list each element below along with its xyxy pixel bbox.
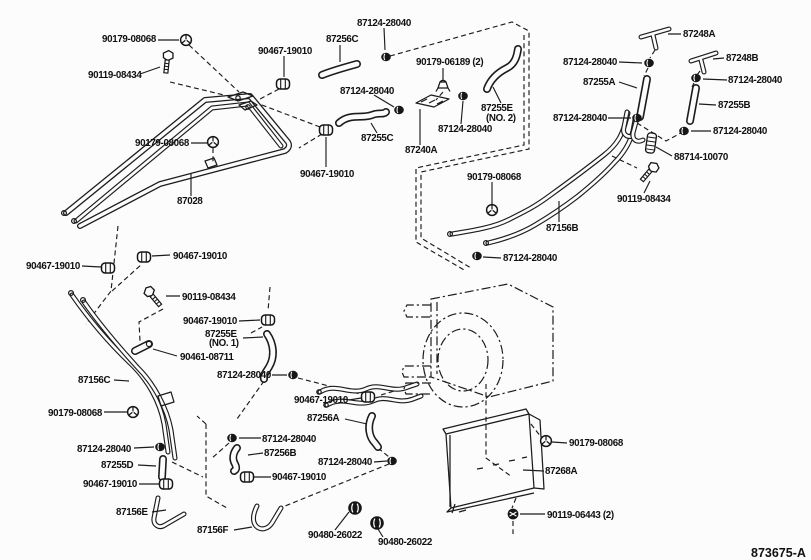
part-number-label: 90179-08068 (569, 437, 623, 449)
blower-unit-phantom (401, 283, 554, 408)
part-number-label: 90467-19010 (258, 45, 312, 57)
part-number-label: 87256B (264, 447, 297, 459)
part-number-label: (NO. 2) (486, 112, 516, 124)
part-number-label: 87124-28040 (503, 252, 557, 264)
part-number-label: 87256A (307, 412, 340, 424)
part-number-label: 87255D (101, 459, 134, 471)
part-number-label: 87156F (197, 524, 229, 536)
part-number-label: 87156B (546, 222, 579, 234)
part-number-label: 90467-19010 (183, 315, 237, 327)
part-number-label: (NO. 1) (209, 337, 239, 349)
phantom-dashed-outlines (85, 21, 530, 509)
pipe-87028 (60, 93, 292, 229)
part-number-label: 90467-19010 (83, 478, 137, 490)
part-number-label: 87255E (481, 102, 513, 114)
part-number-label: 87124-28040 (553, 112, 607, 124)
part-number-label: 90467-19010 (26, 260, 80, 272)
pipe-87156B (446, 109, 646, 247)
part-number-label: 90461-08711 (180, 351, 234, 363)
part-number-label: 87124-28040 (262, 433, 316, 445)
mount-plates (204, 91, 450, 169)
part-number-label: 87256C (326, 33, 359, 45)
part-number-label: 87255E (205, 328, 237, 340)
part-number-label: 90467-19010 (173, 250, 227, 262)
part-number-label: 87124-28040 (357, 17, 411, 29)
part-number-label: 87124-28040 (713, 125, 767, 137)
part-number-label: 90467-19010 (300, 168, 354, 180)
part-number-label: 87124-28040 (563, 56, 617, 68)
pipe-87156C (67, 289, 178, 461)
part-number-label: 87028 (177, 195, 203, 207)
part-number-label: 87124-28040 (340, 85, 394, 97)
drawing-number: 873675-A (751, 546, 806, 560)
part-number-label: 90119-08434 (88, 69, 142, 81)
part-number-label: 90179-08068 (102, 33, 156, 45)
part-number-label: 90179-06189 (2) (416, 56, 484, 68)
tube-clip-90461 (131, 340, 153, 355)
part-number-label: 87156E (116, 506, 148, 518)
part-number-label: 87255B (718, 99, 751, 111)
fasteners (100, 33, 702, 531)
part-number-label: 87124-28040 (217, 369, 271, 381)
part-number-label: 88714-10070 (674, 151, 728, 163)
part-number-label: 90119-06443 (2) (547, 509, 614, 521)
part-number-label: 87124-28040 (438, 123, 492, 135)
part-number-label: 90179-08068 (135, 137, 189, 149)
part-number-label: 90467-19010 (272, 471, 326, 483)
part-number-label: 90119-08434 (617, 193, 671, 205)
part-number-label: 90179-08068 (467, 171, 521, 183)
part-number-label: 87156C (78, 374, 111, 386)
part-number-label: 87248B (726, 52, 759, 64)
part-number-label: 87268A (545, 465, 578, 477)
part-number-label: 87255C (361, 132, 394, 144)
part-number-label: 87124-28040 (318, 456, 372, 468)
part-number-label: 87124-28040 (728, 74, 782, 86)
dashed-leader-lines (169, 44, 701, 534)
part-number-label: 87255A (583, 76, 616, 88)
part-number-label: 87124-28040 (77, 443, 131, 455)
bracket-87268A (442, 408, 545, 514)
part-number-label: 90480-26022 (308, 529, 362, 541)
part-number-label: 90179-08068 (48, 407, 102, 419)
hoses (158, 45, 700, 481)
leader-lines (81, 27, 728, 538)
part-number-label: 90119-08434 (182, 291, 236, 303)
part-number-label: 90480-26022 (378, 536, 432, 548)
part-number-label: 90467-19010 (294, 394, 348, 406)
part-number-label: 87248A (683, 28, 716, 40)
small-pipes-and-tees (151, 26, 719, 532)
part-number-label: 87240A (405, 144, 438, 156)
